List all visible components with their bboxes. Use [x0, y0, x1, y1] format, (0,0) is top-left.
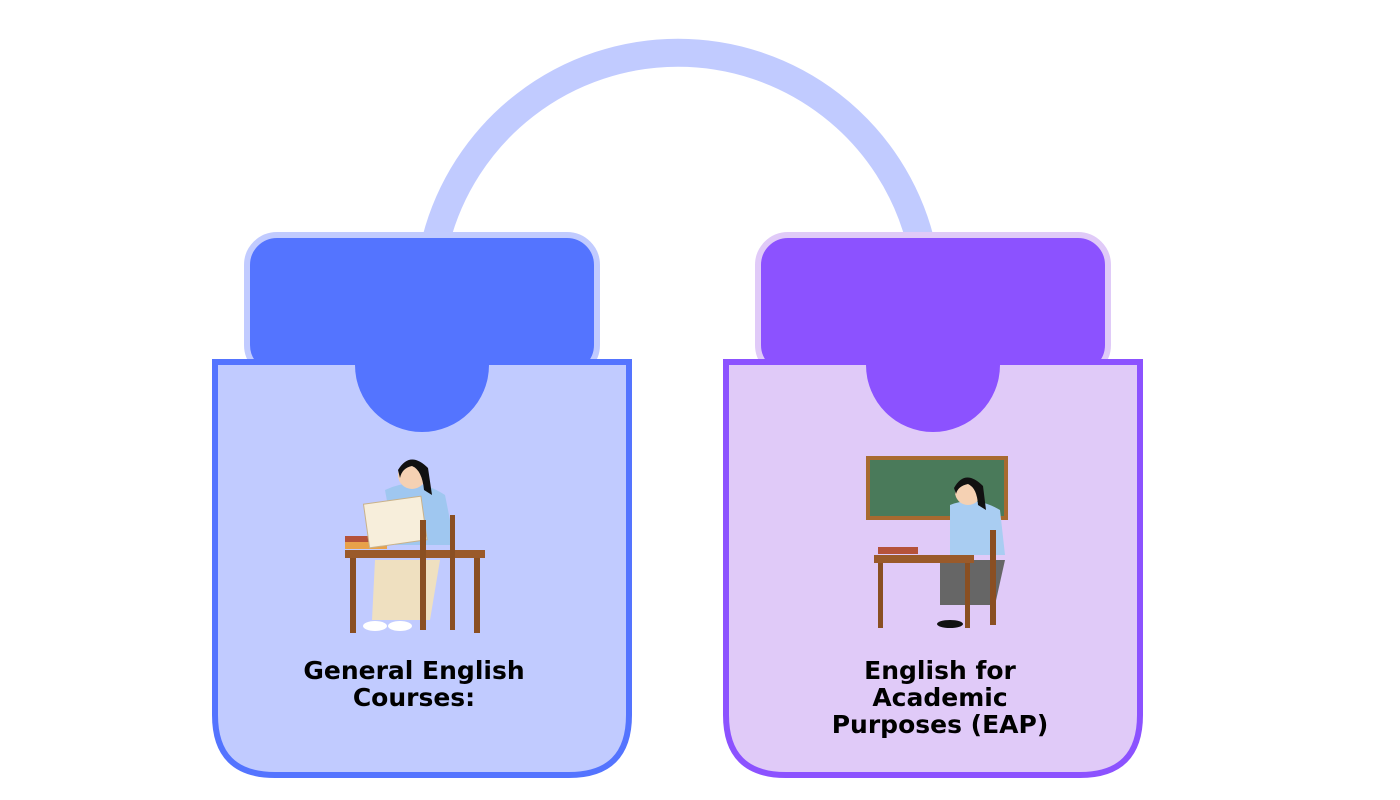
- title-line: Courses:: [352, 683, 476, 712]
- student-writing-illustration: [866, 456, 1008, 628]
- student-reading-illustration: [345, 459, 485, 633]
- card-eap: [723, 232, 1143, 778]
- card-general-english: [212, 232, 632, 778]
- card-body: [723, 359, 1143, 778]
- connector-arc: [422, 38, 934, 244]
- title-line: English for: [864, 656, 1016, 685]
- card-notch: [355, 365, 489, 432]
- title-line: Academic: [872, 683, 1008, 712]
- title-line: General English: [303, 656, 525, 685]
- card-tab: [244, 232, 600, 378]
- card-title-general-english: General English Courses:: [264, 657, 564, 711]
- card-tab: [755, 232, 1111, 378]
- title-line: Purposes (EAP): [831, 710, 1049, 739]
- card-notch: [866, 365, 1000, 432]
- card-title-eap: English for Academic Purposes (EAP): [790, 657, 1090, 738]
